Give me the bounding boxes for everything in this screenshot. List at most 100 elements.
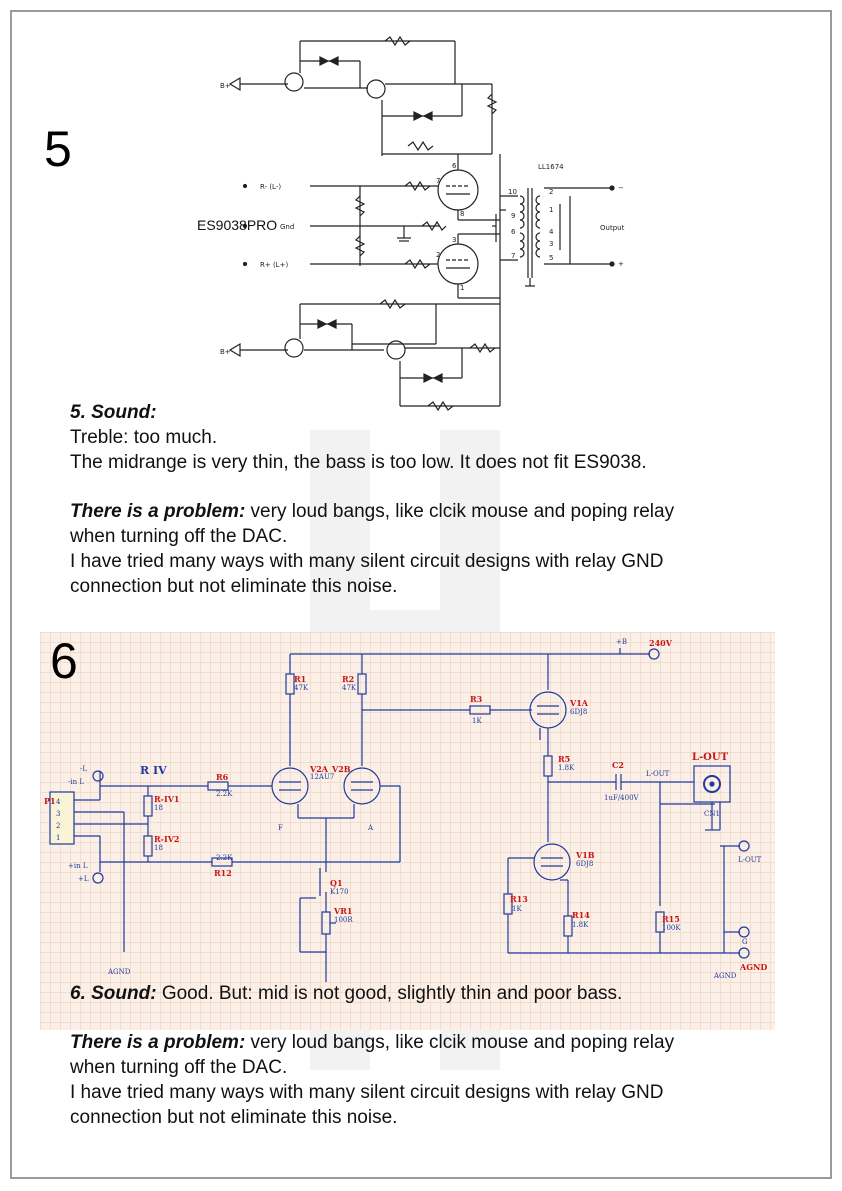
r-iv1-label: R-IV1	[154, 794, 179, 804]
r-minus-label: R- (L-)	[260, 183, 281, 191]
tr-s2: 2	[549, 188, 553, 196]
section-5-schematic: B+ B+ R- (L-) Gnd R+ (L+) LL1674 Output …	[220, 35, 625, 412]
minus-l-label: -L	[80, 765, 87, 773]
agnd-right-label: AGND	[739, 962, 767, 972]
section-5-text: 5. Sound: Treble: too much. The midrange…	[70, 400, 674, 600]
section-5-schematic-title: ES9038PRO	[197, 217, 278, 233]
tr-s5: 5	[549, 254, 553, 262]
v1b-type: 6DJ8	[576, 860, 593, 868]
agnd-right-small-label: AGND	[713, 972, 737, 980]
tube-top-pin-a: 6	[452, 162, 457, 170]
r15-value: 100K	[662, 924, 681, 932]
out-minus: −	[618, 184, 624, 192]
section-6-problem-line-3: I have tried many ways with many silent …	[70, 1082, 664, 1104]
tr-s1: 1	[549, 206, 553, 214]
section-5-problem-heading: There is a problem:	[70, 501, 246, 523]
tr-s4: 4	[549, 228, 554, 236]
r1-value: 47K	[294, 684, 309, 692]
tube-bot-pin-a: 3	[452, 236, 456, 244]
p1-pin-3: 3	[56, 810, 60, 818]
section-6-schematic-background	[40, 632, 775, 1030]
c2-label: C2	[612, 760, 624, 770]
vr1-label: VR1	[333, 906, 352, 916]
r13-value: 1K	[512, 905, 522, 913]
r-iv1-value: 18	[154, 804, 163, 812]
l-out-terminal-label: L-OUT	[738, 856, 762, 864]
tube-top-pin-g: 7	[436, 177, 440, 185]
section-6-problem-first: very loud bangs, like clcik mouse and po…	[245, 1032, 675, 1054]
vr1-value: 100R	[334, 916, 353, 924]
plus-l-label: +L	[78, 875, 89, 883]
r6-label: R6	[216, 772, 229, 782]
r14-value: 1.8K	[572, 921, 589, 929]
p1-label: P1	[44, 796, 56, 806]
v1b-label: V1B	[575, 850, 595, 860]
section-5-sound-line-1: Treble: too much.	[70, 427, 218, 449]
section-5-problem-line: There is a problem: very loud bangs, lik…	[70, 499, 674, 524]
l-out-net-label: L-OUT	[646, 770, 670, 778]
b-plus-bottom-label: B+	[220, 348, 231, 356]
p1-pin-1: 1	[56, 834, 60, 842]
r-iv-label: R IV	[140, 764, 167, 777]
q1-label: Q1	[330, 878, 343, 888]
v2a-label: V2A	[309, 764, 329, 774]
r2-value: 47K	[342, 684, 357, 692]
section-5-number: 5	[44, 121, 72, 177]
section-5-problem-line-2: when turning off the DAC.	[70, 526, 288, 548]
r-iv2-label: R-IV2	[154, 834, 179, 844]
tr-p10: 10	[508, 188, 517, 196]
section-5-problem-line-3: I have tried many ways with many silent …	[70, 551, 664, 573]
r12-value: 2.2K	[216, 854, 233, 862]
gnd-label: Gnd	[280, 223, 294, 231]
r-plus-label: R+ (L+)	[260, 261, 288, 269]
tr-p9: 9	[511, 212, 515, 220]
section-6-problem-line: There is a problem: very loud bangs, lik…	[70, 1030, 674, 1055]
v1a-label: V1A	[569, 698, 589, 708]
section-6-problem-line-2: when turning off the DAC.	[70, 1057, 288, 1079]
section-6-sound-line: 6. Sound: Good. But: mid is not good, sl…	[70, 981, 674, 1006]
tube-bot-pin-g: 2	[436, 251, 440, 259]
v2a-type: 12AU7	[310, 773, 334, 781]
minus-in-l-label: -in L	[68, 778, 84, 786]
section-5-problem-line-4: connection but not eliminate this noise.	[70, 576, 398, 598]
agnd-left-label: AGND	[107, 968, 131, 976]
section-6-text: 6. Sound: Good. But: mid is not good, sl…	[70, 981, 674, 1130]
r2-label: R2	[342, 674, 354, 684]
hv-label: 240V	[649, 638, 673, 648]
tube-bot-pin-k: 1	[460, 284, 464, 292]
c2-value: 1uF/400V	[604, 794, 640, 802]
section-5-sound-line-2: The midrange is very thin, the bass is t…	[70, 452, 647, 474]
r14-label: R14	[572, 910, 590, 920]
r12-label: R12	[214, 868, 232, 878]
section-6-sound-heading: 6. Sound:	[70, 983, 157, 1004]
r6-value: 2.2K	[216, 790, 233, 798]
section-6-sound-text: Good. But: mid is not good, slightly thi…	[156, 983, 623, 1004]
section-6-problem-heading: There is a problem:	[70, 1032, 246, 1054]
r5-value: 1.8K	[558, 764, 575, 772]
heater-f-label: F	[278, 824, 283, 832]
cn1-label: CN1	[704, 810, 720, 818]
tr-p7: 7	[511, 252, 515, 260]
r3-label: R3	[470, 694, 483, 704]
r13-label: R13	[510, 894, 528, 904]
section-6-number: 6	[50, 633, 78, 689]
tr-p6: 6	[511, 228, 516, 236]
out-plus: +	[618, 260, 624, 268]
r15-label: R15	[662, 914, 680, 924]
heater-a-label: A	[367, 824, 374, 832]
section-6-problem-line-4: connection but not eliminate this noise.	[70, 1107, 398, 1129]
transformer-label: LL1674	[538, 163, 564, 171]
section-6-schematic: R1 R2 R3 V1A R6 V2A V2B R-IV1 R-IV2 R12 …	[44, 638, 767, 982]
r-iv2-value: 18	[154, 844, 163, 852]
v2b-label: V2B	[331, 764, 351, 774]
q1-type: K170	[330, 888, 349, 896]
l-out-connector-label: L-OUT	[692, 752, 729, 763]
p1-pin-2: 2	[56, 822, 60, 830]
plus-in-l-label: +in L	[68, 862, 88, 870]
section-5-problem-first: very loud bangs, like clcik mouse and po…	[245, 501, 675, 523]
r5-label: R5	[558, 754, 570, 764]
page-frame	[10, 10, 832, 1179]
r3-value: 1K	[472, 717, 482, 725]
tube-top-pin-k: 8	[460, 210, 464, 218]
g-label: G	[742, 938, 748, 946]
